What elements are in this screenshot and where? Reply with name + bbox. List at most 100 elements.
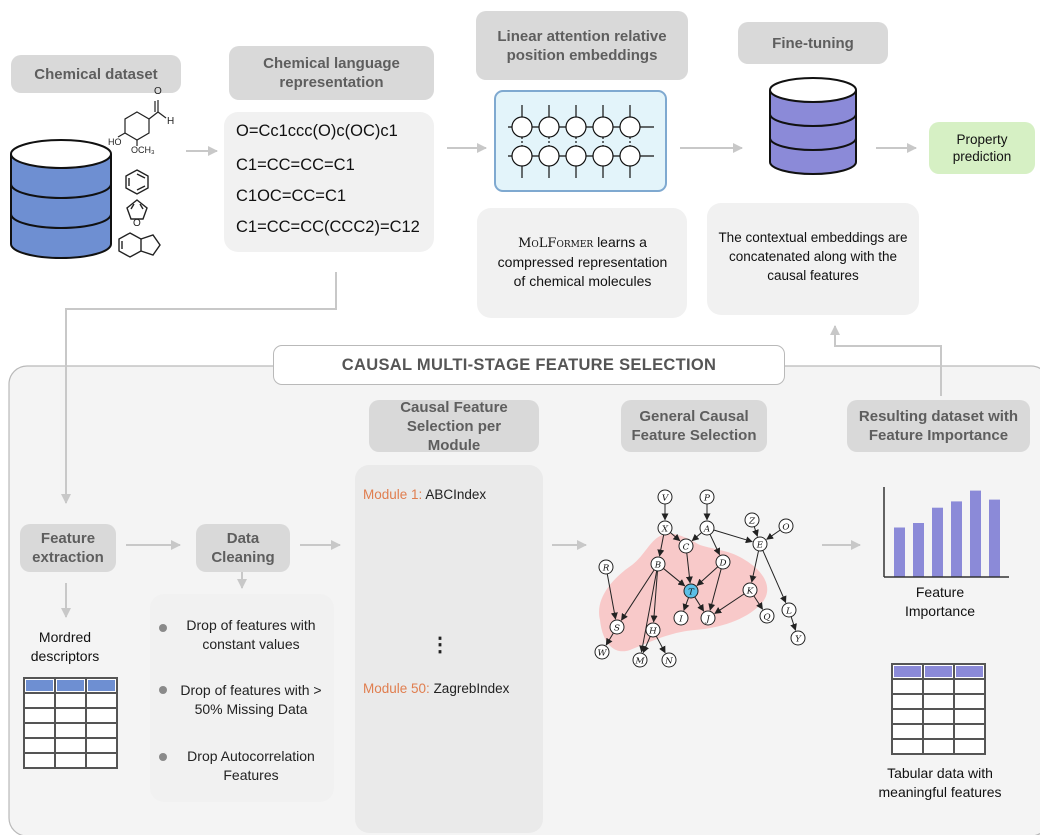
molecule-label-furan-o: O — [133, 218, 141, 229]
per-module-header: Causal Feature Selection per Module — [369, 399, 539, 454]
smiles-line-2: C1=CC=CC=C1 — [236, 156, 355, 174]
graph-node — [778, 518, 794, 534]
graph-node — [673, 610, 689, 626]
fine-tuning-header: Fine-tuning — [738, 22, 888, 64]
graph-node-label: B — [654, 561, 662, 571]
molecule-label-h: H — [167, 116, 175, 127]
graph-node — [609, 619, 625, 635]
graph-edge — [752, 526, 759, 537]
attention-node — [538, 116, 560, 138]
molecule-benzene-icon — [125, 169, 149, 195]
tabular-data-label: Tabular data with meaningful features — [878, 765, 1002, 800]
general-causal-header: General Causal Feature Selection — [621, 400, 767, 452]
graph-edge — [669, 532, 681, 542]
graph-node — [632, 652, 648, 668]
graph-node — [650, 556, 666, 572]
attention-network-box — [494, 90, 667, 192]
graph-edge — [749, 550, 760, 583]
graph-node-label: E — [756, 541, 764, 551]
attention-node — [511, 145, 533, 167]
feature-importance-bar — [970, 490, 981, 577]
bullet-icon — [159, 686, 167, 694]
graph-edge — [682, 597, 690, 611]
feature-importance-bar — [913, 523, 924, 577]
graph-edge — [657, 534, 665, 557]
table-header-cell — [925, 666, 952, 677]
table-header-cell — [88, 680, 115, 691]
graph-node — [715, 554, 731, 570]
fine-tuning-database-icon — [769, 77, 857, 175]
feature-importance-chart — [883, 487, 1009, 578]
module-ellipsis: ⋮ — [430, 634, 450, 656]
smiles-line-4: C1=CC=CC(CCC2)=C12 — [236, 218, 420, 236]
feature-importance-label: Feature Importance — [904, 584, 976, 619]
attention-node — [619, 145, 641, 167]
molformer-name: MoLFormer — [518, 236, 594, 251]
graph-edge — [663, 568, 686, 587]
attention-node — [565, 145, 587, 167]
attention-node — [592, 145, 614, 167]
graph-edge — [790, 616, 797, 631]
molecule-label-o: O — [154, 86, 162, 97]
molformer-text: MoLFormer learns a compressed representa… — [490, 233, 675, 291]
graph-node — [678, 538, 694, 554]
cleaning-item-2: Drop of features with > 50% Missing Data — [180, 682, 322, 717]
graph-edge — [753, 595, 764, 610]
graph-node — [661, 652, 677, 668]
graph-node-label: Q — [763, 613, 770, 623]
graph-edge — [606, 573, 618, 620]
graph-edge — [691, 532, 703, 542]
graph-node-label: V — [662, 494, 670, 504]
flow-arrows — [61, 143, 942, 618]
graph-edge — [694, 596, 705, 612]
graph-node-label: A — [703, 525, 710, 535]
causal-section-title: CAUSAL MULTI-STAGE FEATURE SELECTION — [273, 345, 785, 385]
module1-label: Module 1: ABCIndex — [363, 487, 486, 502]
graph-node-label: C — [683, 543, 690, 553]
graph-node-label: P — [703, 494, 711, 504]
property-prediction-box: Property prediction — [929, 122, 1035, 174]
graph-node-label: T — [688, 588, 695, 598]
feature-extraction-header: Feature extraction — [20, 524, 116, 572]
chemical-dataset-database-icon — [10, 139, 112, 259]
graph-edge — [766, 529, 781, 540]
attention-node — [565, 116, 587, 138]
module1-name: ABCIndex — [425, 487, 487, 502]
feature-importance-bar — [989, 499, 1000, 577]
graph-node-label: N — [664, 657, 673, 667]
bullet-icon — [159, 753, 167, 761]
graph-node — [683, 583, 699, 599]
graph-node — [759, 608, 775, 624]
graph-edge — [713, 529, 753, 544]
graph-node-label: W — [598, 649, 608, 659]
tabular-data-icon — [891, 663, 986, 755]
mordred-table-icon — [23, 677, 118, 769]
graph-node — [645, 622, 661, 638]
linear-attention-header: Linear attention relative position embed… — [476, 11, 688, 80]
graph-node-label: Y — [795, 635, 802, 645]
graph-node — [657, 520, 673, 536]
graph-node — [744, 512, 760, 528]
graph-node-label: M — [635, 657, 646, 667]
attention-node — [538, 145, 560, 167]
attention-node — [511, 116, 533, 138]
smiles-panel — [224, 112, 434, 252]
cleaning-item-1: Drop of features with constant values — [186, 617, 316, 652]
graph-edge — [655, 635, 666, 654]
table-header-cell — [956, 666, 983, 677]
graph-node-label: H — [648, 627, 657, 637]
molecule-vanillin-icon — [117, 100, 167, 146]
graph-node — [742, 582, 758, 598]
molecule-indane-icon — [118, 232, 161, 258]
feature-importance-bar — [894, 527, 905, 577]
graph-node — [699, 520, 715, 536]
graph-node — [700, 610, 716, 626]
graph-node-label: O — [782, 523, 789, 533]
chemical-dataset-header: Chemical dataset — [11, 55, 181, 93]
graph-node-label: Z — [748, 517, 756, 527]
molformer-description: learns a compressed representation of ch… — [497, 234, 668, 289]
graph-edge — [642, 636, 651, 654]
graph-edge — [685, 552, 693, 584]
attention-node — [592, 116, 614, 138]
graph-edge — [650, 570, 658, 623]
